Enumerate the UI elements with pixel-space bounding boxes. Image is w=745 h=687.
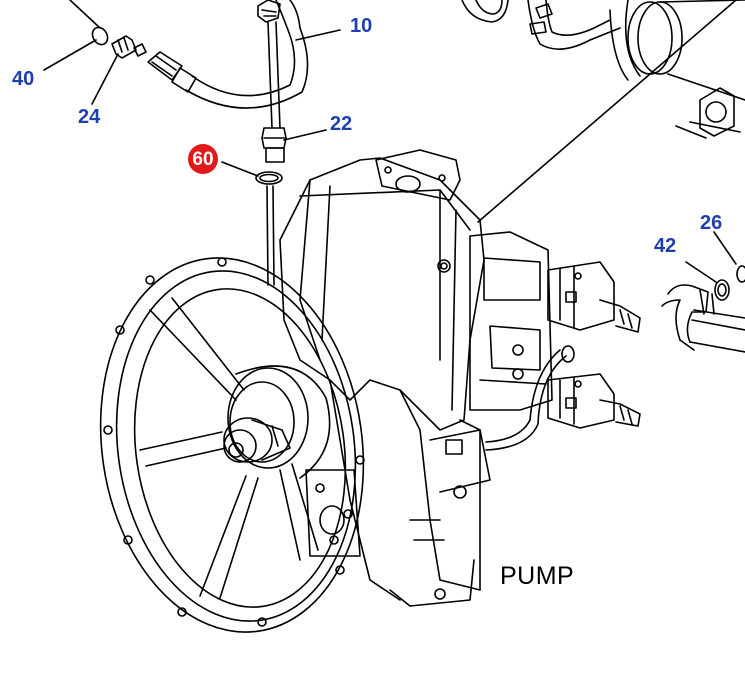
part-number-60-highlighted[interactable]: 60 <box>188 144 218 174</box>
leader-lines <box>43 29 737 283</box>
diagram-caption: PUMP <box>500 562 575 590</box>
pilot-tube <box>255 21 287 286</box>
hose-assembly-top-right <box>461 0 745 139</box>
part-number-40[interactable]: 40 <box>12 68 35 90</box>
hose-assembly-left <box>69 0 309 109</box>
part-number-10[interactable]: 10 <box>350 15 373 37</box>
pump-flange <box>99 257 365 633</box>
part-number-24[interactable]: 24 <box>78 106 101 128</box>
pump-body <box>279 149 641 607</box>
part-number-22[interactable]: 22 <box>330 113 353 135</box>
pump-shaft <box>223 365 331 479</box>
hose-assembly-right <box>661 265 745 353</box>
part-number-26[interactable]: 26 <box>700 212 723 234</box>
part-number-42[interactable]: 42 <box>654 235 677 257</box>
